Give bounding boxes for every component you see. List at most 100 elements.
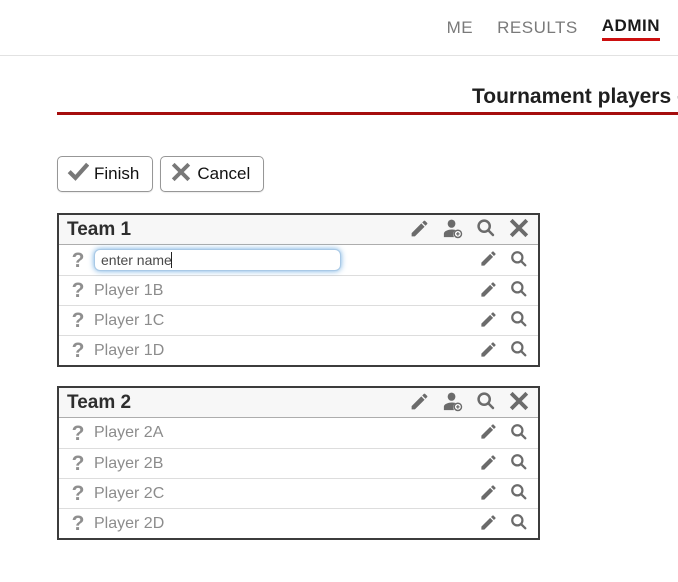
add-player-button[interactable]	[441, 217, 464, 243]
player-name: Player 2B	[94, 454, 164, 472]
question-mark-icon: ?	[71, 309, 85, 332]
view-player-button[interactable]	[509, 309, 529, 332]
pencil-icon	[479, 310, 498, 332]
x-icon	[508, 390, 530, 415]
view-player-button[interactable]	[509, 512, 529, 535]
player-row-actions	[479, 339, 529, 362]
team-panel-1: Team 1 ? ? Player 1B	[57, 213, 540, 367]
view-player-button[interactable]	[509, 339, 529, 362]
player-name: Player 1D	[94, 341, 165, 359]
view-player-button[interactable]	[509, 452, 529, 475]
delete-team-button[interactable]	[508, 217, 530, 242]
player-row: ? Player 2B	[59, 448, 538, 478]
question-mark-icon: ?	[71, 452, 85, 475]
player-row: ? Player 2A	[59, 418, 538, 448]
search-icon	[509, 452, 529, 475]
player-row: ? Player 1C	[59, 305, 538, 335]
edit-team-button[interactable]	[409, 218, 430, 242]
add-player-button[interactable]	[441, 390, 464, 416]
edit-team-button[interactable]	[409, 391, 430, 415]
team-2-header-actions	[409, 390, 530, 416]
edit-player-button[interactable]	[479, 483, 498, 505]
question-mark-icon: ?	[71, 512, 85, 535]
cancel-button[interactable]: Cancel	[160, 156, 265, 192]
delete-team-button[interactable]	[508, 390, 530, 415]
main-nav: ME RESULTS ADMIN	[447, 0, 660, 56]
pencil-icon	[479, 513, 498, 535]
player-row-actions	[479, 422, 529, 445]
player-name-input-wrap	[94, 249, 479, 271]
question-mark-icon: ?	[71, 421, 85, 445]
player-name: Player 1B	[94, 281, 164, 299]
nav-item-results[interactable]: RESULTS	[497, 18, 578, 37]
edit-player-button[interactable]	[479, 453, 498, 475]
form-actions: Finish Cancel	[57, 156, 265, 192]
player-name: Player 2C	[94, 484, 165, 502]
edit-player-button[interactable]	[479, 310, 498, 332]
player-name: Player 2D	[94, 514, 165, 532]
search-icon	[509, 422, 529, 445]
player-name: Player 2A	[94, 424, 164, 441]
player-row-actions	[479, 249, 529, 272]
view-player-button[interactable]	[509, 482, 529, 505]
search-icon	[509, 309, 529, 332]
player-row: ? Player 1D	[59, 335, 538, 365]
question-mark-icon: ?	[71, 482, 85, 505]
edit-player-button[interactable]	[479, 513, 498, 535]
player-name-input[interactable]	[94, 249, 341, 271]
question-mark-icon: ?	[71, 248, 85, 272]
pencil-icon	[479, 422, 498, 444]
view-team-button[interactable]	[475, 390, 497, 415]
pencil-icon	[479, 483, 498, 505]
pencil-icon	[409, 391, 430, 415]
player-row: ? Player 1B	[59, 275, 538, 305]
edit-player-button[interactable]	[479, 249, 498, 271]
view-player-button[interactable]	[509, 249, 529, 272]
search-icon	[509, 249, 529, 272]
player-row-actions	[479, 309, 529, 332]
nav-item-admin[interactable]: ADMIN	[601, 16, 660, 41]
search-icon	[475, 217, 497, 242]
player-row-actions	[479, 512, 529, 535]
x-icon	[508, 217, 530, 242]
person-add-icon	[441, 217, 464, 243]
finish-button[interactable]: Finish	[57, 156, 154, 192]
check-icon	[67, 161, 89, 188]
question-mark-icon: ?	[71, 279, 85, 302]
search-icon	[509, 339, 529, 362]
person-add-icon	[441, 390, 464, 416]
nav-item-me[interactable]: ME	[446, 18, 474, 37]
pencil-icon	[479, 249, 498, 271]
title-rule-divider	[57, 112, 678, 115]
view-team-button[interactable]	[475, 217, 497, 242]
team-name: Team 2	[67, 391, 132, 413]
team-name: Team 1	[67, 218, 132, 240]
player-row-actions	[479, 279, 529, 302]
view-player-button[interactable]	[509, 279, 529, 302]
question-mark-icon: ?	[71, 339, 85, 362]
page-title: Tournament players -	[472, 85, 678, 108]
top-nav-bar: ME RESULTS ADMIN	[0, 0, 678, 56]
search-icon	[509, 512, 529, 535]
x-icon	[170, 161, 192, 188]
player-row: ?	[59, 245, 538, 275]
view-player-button[interactable]	[509, 422, 529, 445]
pencil-icon	[479, 280, 498, 302]
edit-player-button[interactable]	[479, 340, 498, 362]
player-row-actions	[479, 482, 529, 505]
search-icon	[509, 482, 529, 505]
player-row: ? Player 2D	[59, 508, 538, 538]
text-caret	[171, 252, 172, 268]
pencil-icon	[479, 340, 498, 362]
edit-player-button[interactable]	[479, 422, 498, 444]
cancel-button-label: Cancel	[197, 164, 251, 183]
pencil-icon	[409, 218, 430, 242]
search-icon	[475, 390, 497, 415]
edit-player-button[interactable]	[479, 280, 498, 302]
team-1-header-actions	[409, 217, 530, 243]
finish-button-label: Finish	[94, 164, 140, 183]
pencil-icon	[479, 453, 498, 475]
team-panel-2: Team 2 ? Player 2A ? Player 2B	[57, 386, 540, 540]
player-row-actions	[479, 452, 529, 475]
